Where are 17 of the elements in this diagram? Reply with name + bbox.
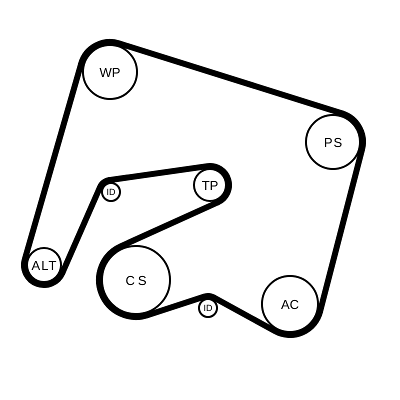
pulley-label: ID — [204, 304, 212, 312]
pulley-label: WP — [100, 66, 120, 78]
pulley-label: ALT — [32, 258, 58, 272]
pulley-label: CS — [125, 274, 150, 286]
belt-segment — [21, 60, 84, 288]
pulley-label: ID — [106, 188, 116, 196]
pulley-label: AC — [280, 298, 300, 310]
pulley-label: PS — [324, 136, 344, 148]
pulley-circle — [101, 245, 171, 315]
pulley-circle — [101, 182, 121, 202]
pulley-circle — [261, 275, 319, 333]
belt-segment — [59, 177, 112, 276]
pulley-label: TP — [202, 178, 218, 192]
pulley-circle — [305, 114, 361, 170]
pulley-circle — [82, 44, 138, 100]
pulley-circle — [198, 298, 218, 318]
belt-segment — [78, 39, 345, 116]
